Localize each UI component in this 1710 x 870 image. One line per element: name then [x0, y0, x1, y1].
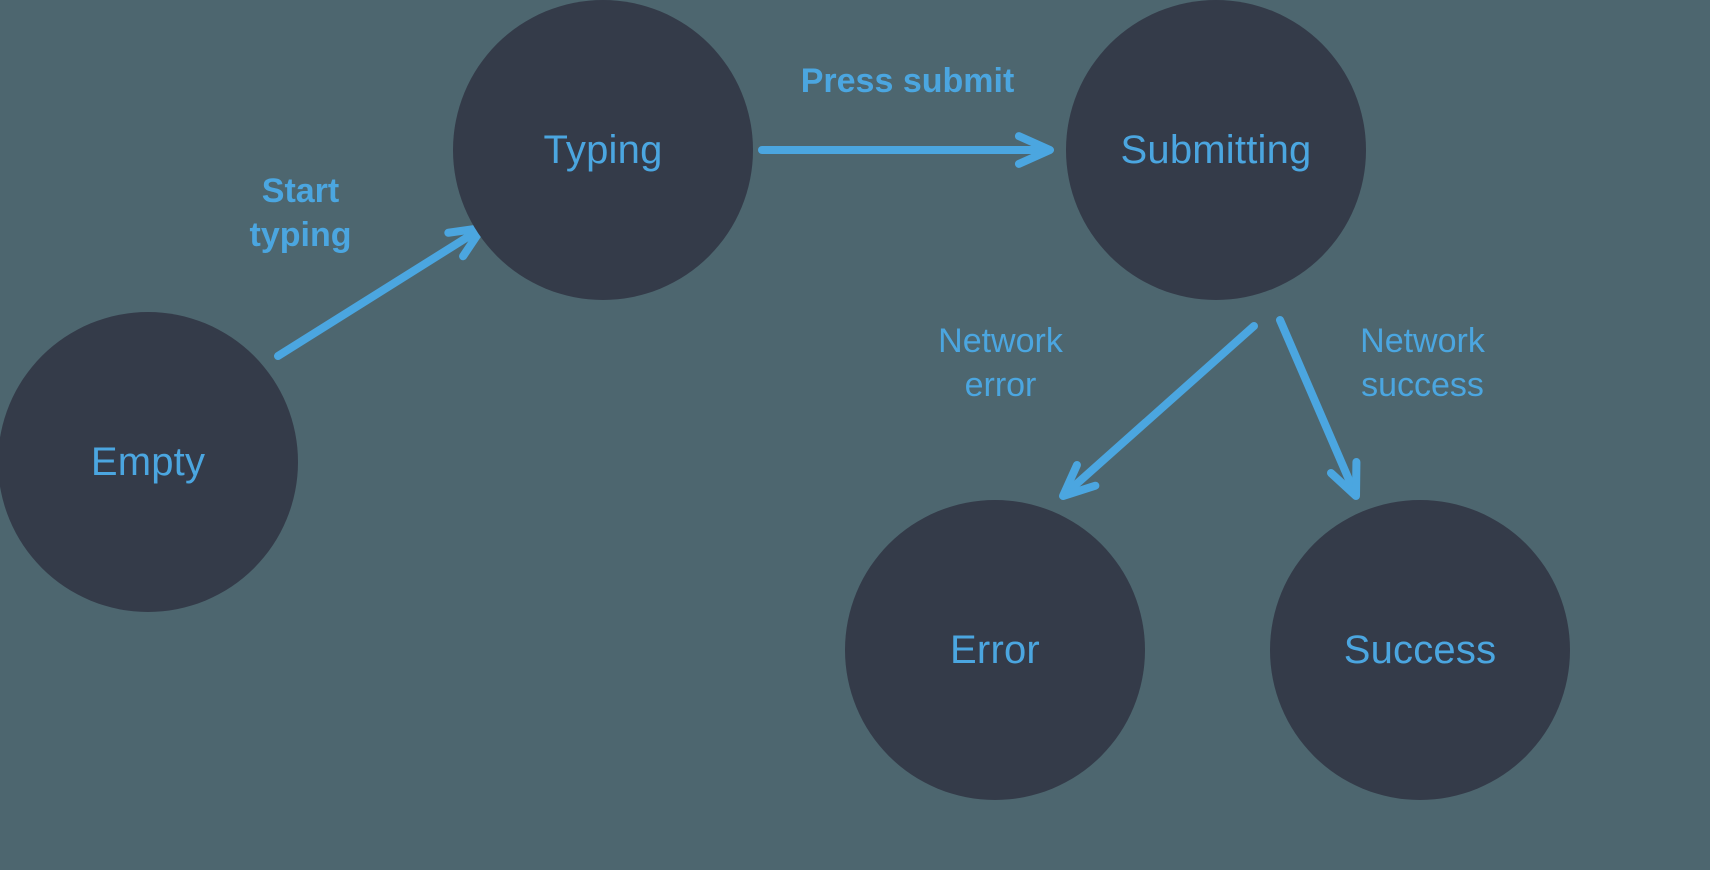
state-node-label: Error	[950, 628, 1040, 672]
edge-network-error	[1059, 322, 1258, 500]
edge-label-network-error: Network error	[938, 322, 1063, 404]
state-node-label: Success	[1343, 628, 1497, 672]
edge-label-press-submit: Press submit	[800, 62, 1015, 100]
state-node-empty[interactable]: Empty	[0, 312, 298, 612]
edge-line	[274, 226, 483, 360]
edge-label-network-success: Network success	[1360, 322, 1485, 404]
arrowhead-icon	[1059, 461, 1100, 500]
edge-press-submit	[758, 132, 1054, 168]
state-node-submitting[interactable]: Submitting	[1066, 0, 1366, 300]
state-node-typing[interactable]: Typing	[453, 0, 753, 300]
state-node-label: Empty	[90, 440, 206, 484]
arrowhead-icon	[1014, 132, 1054, 168]
edge-line	[1276, 316, 1359, 497]
edge-label-start-typing: Start typing	[249, 172, 352, 254]
edge-line	[1061, 322, 1258, 498]
edge-paths	[274, 132, 1361, 500]
state-node-error[interactable]: Error	[845, 500, 1145, 800]
state-node-label: Typing	[543, 128, 663, 172]
edge-network-success	[1276, 316, 1361, 500]
state-node-success[interactable]: Success	[1270, 500, 1570, 800]
arrowhead-icon	[1326, 458, 1361, 500]
state-node-label: Submitting	[1120, 128, 1312, 172]
